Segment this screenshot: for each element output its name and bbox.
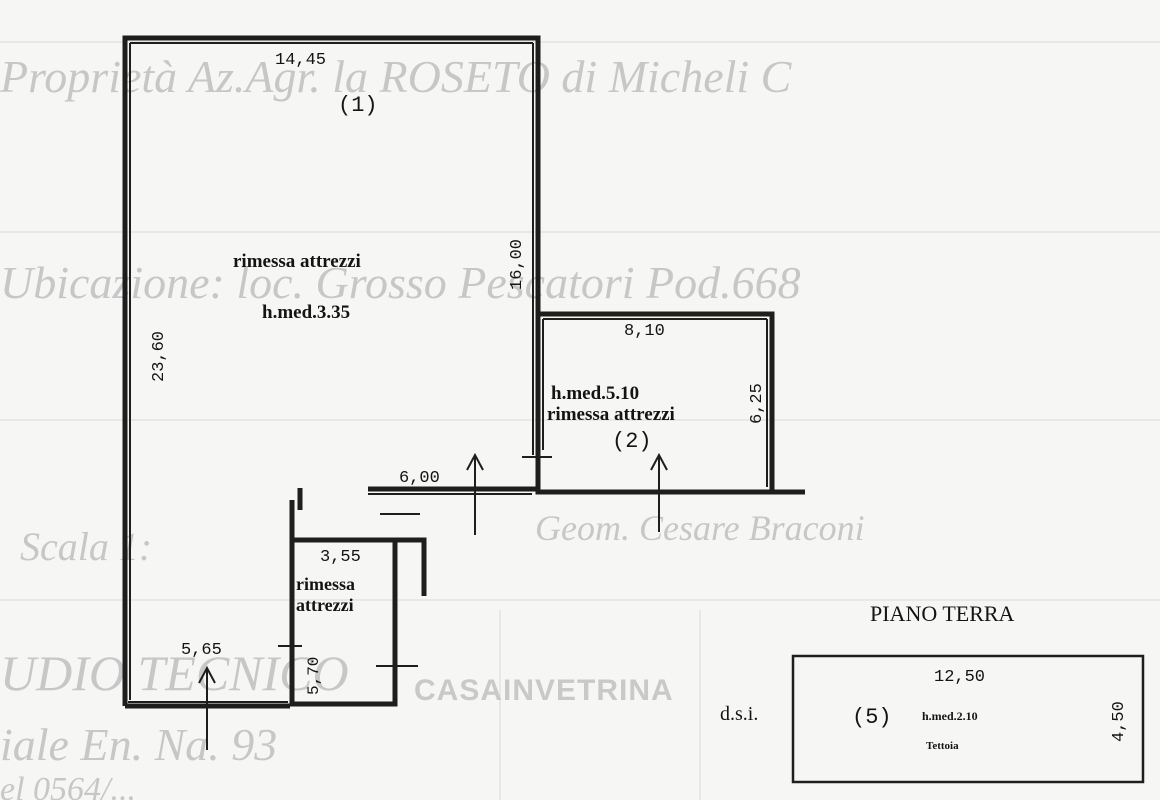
room-2-dim-top: 8,10 (624, 322, 665, 341)
office-line: UDIO TECNICO (0, 645, 349, 701)
room-2-walls (522, 311, 805, 495)
owner-line: Proprietà Az.Agr. la ROSETO di Micheli C (0, 51, 793, 102)
room-5-dim-top: 12,50 (934, 668, 985, 687)
plan-title: PIANO TERRA (870, 601, 1015, 626)
room-5-note: d.s.i. (720, 703, 758, 725)
watermark: CASAINVETRINA (414, 674, 674, 707)
room-1-height: h.med.3.35 (262, 302, 350, 323)
arrow-up-icon (466, 452, 484, 535)
room-2-dim-right: 6,25 (748, 383, 767, 424)
room-2-height: h.med.5.10 (551, 383, 639, 404)
room-3-dim-top: 3,55 (320, 548, 361, 567)
arrow-up-icon (650, 452, 668, 532)
inner-walls (278, 486, 538, 707)
background-grid (0, 41, 1160, 800)
room-3-name-line2: attrezzi (296, 595, 354, 615)
entrance-arrows (198, 452, 668, 750)
room-5-dim-right: 4,50 (1110, 701, 1129, 742)
scale-line: Scala 1: (20, 524, 152, 569)
arrow-up-icon (198, 665, 216, 750)
room-1-dim-bottom: 5,65 (181, 641, 222, 660)
room-1-dim-right: 16,00 (508, 239, 527, 290)
room-1-number: (1) (338, 93, 378, 118)
room-5-number: (5) (852, 705, 892, 730)
surveyor-line: Geom. Cesare Braconi (535, 508, 865, 548)
room-1-dim-left: 23,60 (150, 331, 169, 382)
room-5-height: h.med.2.10 (922, 709, 978, 723)
corridor-dim: 6,00 (399, 469, 440, 488)
location-line: Ubicazione: loc. Grosso Pescatori Pod.66… (0, 257, 801, 308)
room-1-dim-top: 14,45 (275, 51, 326, 70)
room-5-name: Tettoia (926, 740, 959, 752)
room-3-dim-side: 5,70 (305, 657, 323, 695)
phone-line: el 0564/... (0, 771, 136, 800)
room-1-walls (122, 35, 541, 709)
room-2-name: rimessa attrezzi (547, 404, 675, 425)
room-1-name: rimessa attrezzi (233, 251, 361, 272)
room-2-number: (2) (612, 429, 652, 454)
background-text: Proprietà Az.Agr. la ROSETO di Micheli C… (0, 51, 865, 800)
room-3-name-line1: rimessa (296, 574, 355, 594)
room-5-outline (791, 654, 1145, 784)
address-line: iale En. Na. 93 (0, 719, 277, 770)
